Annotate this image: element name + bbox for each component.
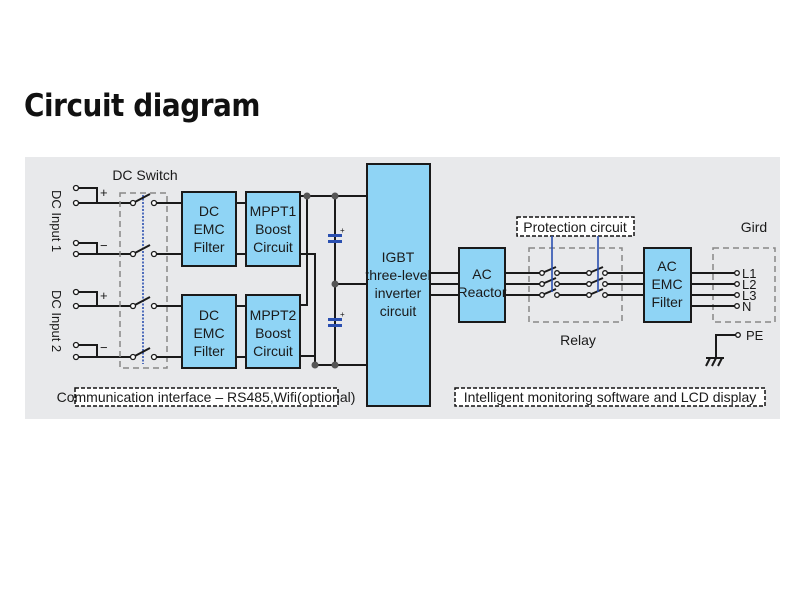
svg-text:three-level: three-level [365,267,430,283]
grid-label: Gird [741,219,767,235]
svg-text:EMC: EMC [651,276,682,292]
svg-text:+: + [340,310,345,319]
ac-reactor: AC Reactor [457,247,507,323]
monitoring-software-box: Intelligent monitoring software and LCD … [454,387,766,407]
svg-text:Protection circuit: Protection circuit [523,219,627,235]
minus-sign-1: − [100,238,108,253]
dc-input-1-label: DC Input 1 [49,190,64,252]
line-l2: L2 [742,277,756,292]
protection-circuit-box: Protection circuit [516,216,635,237]
svg-text:AC: AC [657,258,676,274]
dc-emc-filter-1: DC EMC Filter [181,191,237,267]
svg-text:Filter: Filter [651,294,682,310]
line-l3: L3 [742,288,756,303]
svg-text:Communication interface – RS48: Communication interface – RS485,Wifi(opt… [57,389,356,405]
svg-text:MPPT2: MPPT2 [250,307,297,323]
svg-text:Reactor: Reactor [457,284,506,300]
svg-text:MPPT1: MPPT1 [250,203,297,219]
svg-text:circuit: circuit [380,303,417,319]
capacitor-icon: + + [328,226,345,327]
plus-sign-1: + [100,185,108,200]
svg-text:EMC: EMC [193,325,224,341]
dc-input-wiring [72,184,131,361]
ac-emc-filter: AC EMC Filter [643,247,692,323]
svg-text:IGBT: IGBT [382,249,415,265]
dc-emc-filter-2: DC EMC Filter [181,294,237,369]
dc-input-2-label: DC Input 2 [49,290,64,352]
relay-label: Relay [560,332,596,348]
line-l1: L1 [742,266,756,281]
dc-switch [119,192,182,369]
ground-icon [705,332,741,367]
mppt2-boost-circuit: MPPT2 Boost Circuit [245,294,301,369]
dc-bus [300,192,367,369]
svg-text:Filter: Filter [193,343,224,359]
svg-text:AC: AC [472,266,491,282]
svg-text:+: + [340,226,345,235]
pe-label: PE [746,328,764,343]
svg-text:Intelligent monitoring softwar: Intelligent monitoring software and LCD … [464,389,757,405]
ac-wires [430,272,459,296]
svg-text:inverter: inverter [375,285,422,301]
grid-terminals [691,270,740,309]
communication-interface-box: Communication interface – RS485,Wifi(opt… [57,387,356,407]
page-title: Circuit diagram [24,88,261,124]
dc-switch-label: DC Switch [112,167,177,183]
svg-text:Boost: Boost [255,325,291,341]
svg-text:DC: DC [199,203,219,219]
emc-mppt-wires [236,202,246,358]
svg-text:Boost: Boost [255,221,291,237]
relay [505,236,644,323]
svg-text:Circuit: Circuit [253,343,293,359]
svg-text:EMC: EMC [193,221,224,237]
svg-text:Circuit: Circuit [253,239,293,255]
igbt-inverter: IGBT three-level inverter circuit [365,163,431,407]
line-n: N [742,299,751,314]
minus-sign-2: − [100,340,108,355]
mppt1-boost-circuit: MPPT1 Boost Circuit [245,191,301,267]
svg-text:DC: DC [199,307,219,323]
svg-text:Filter: Filter [193,239,224,255]
plus-sign-2: + [100,288,108,303]
